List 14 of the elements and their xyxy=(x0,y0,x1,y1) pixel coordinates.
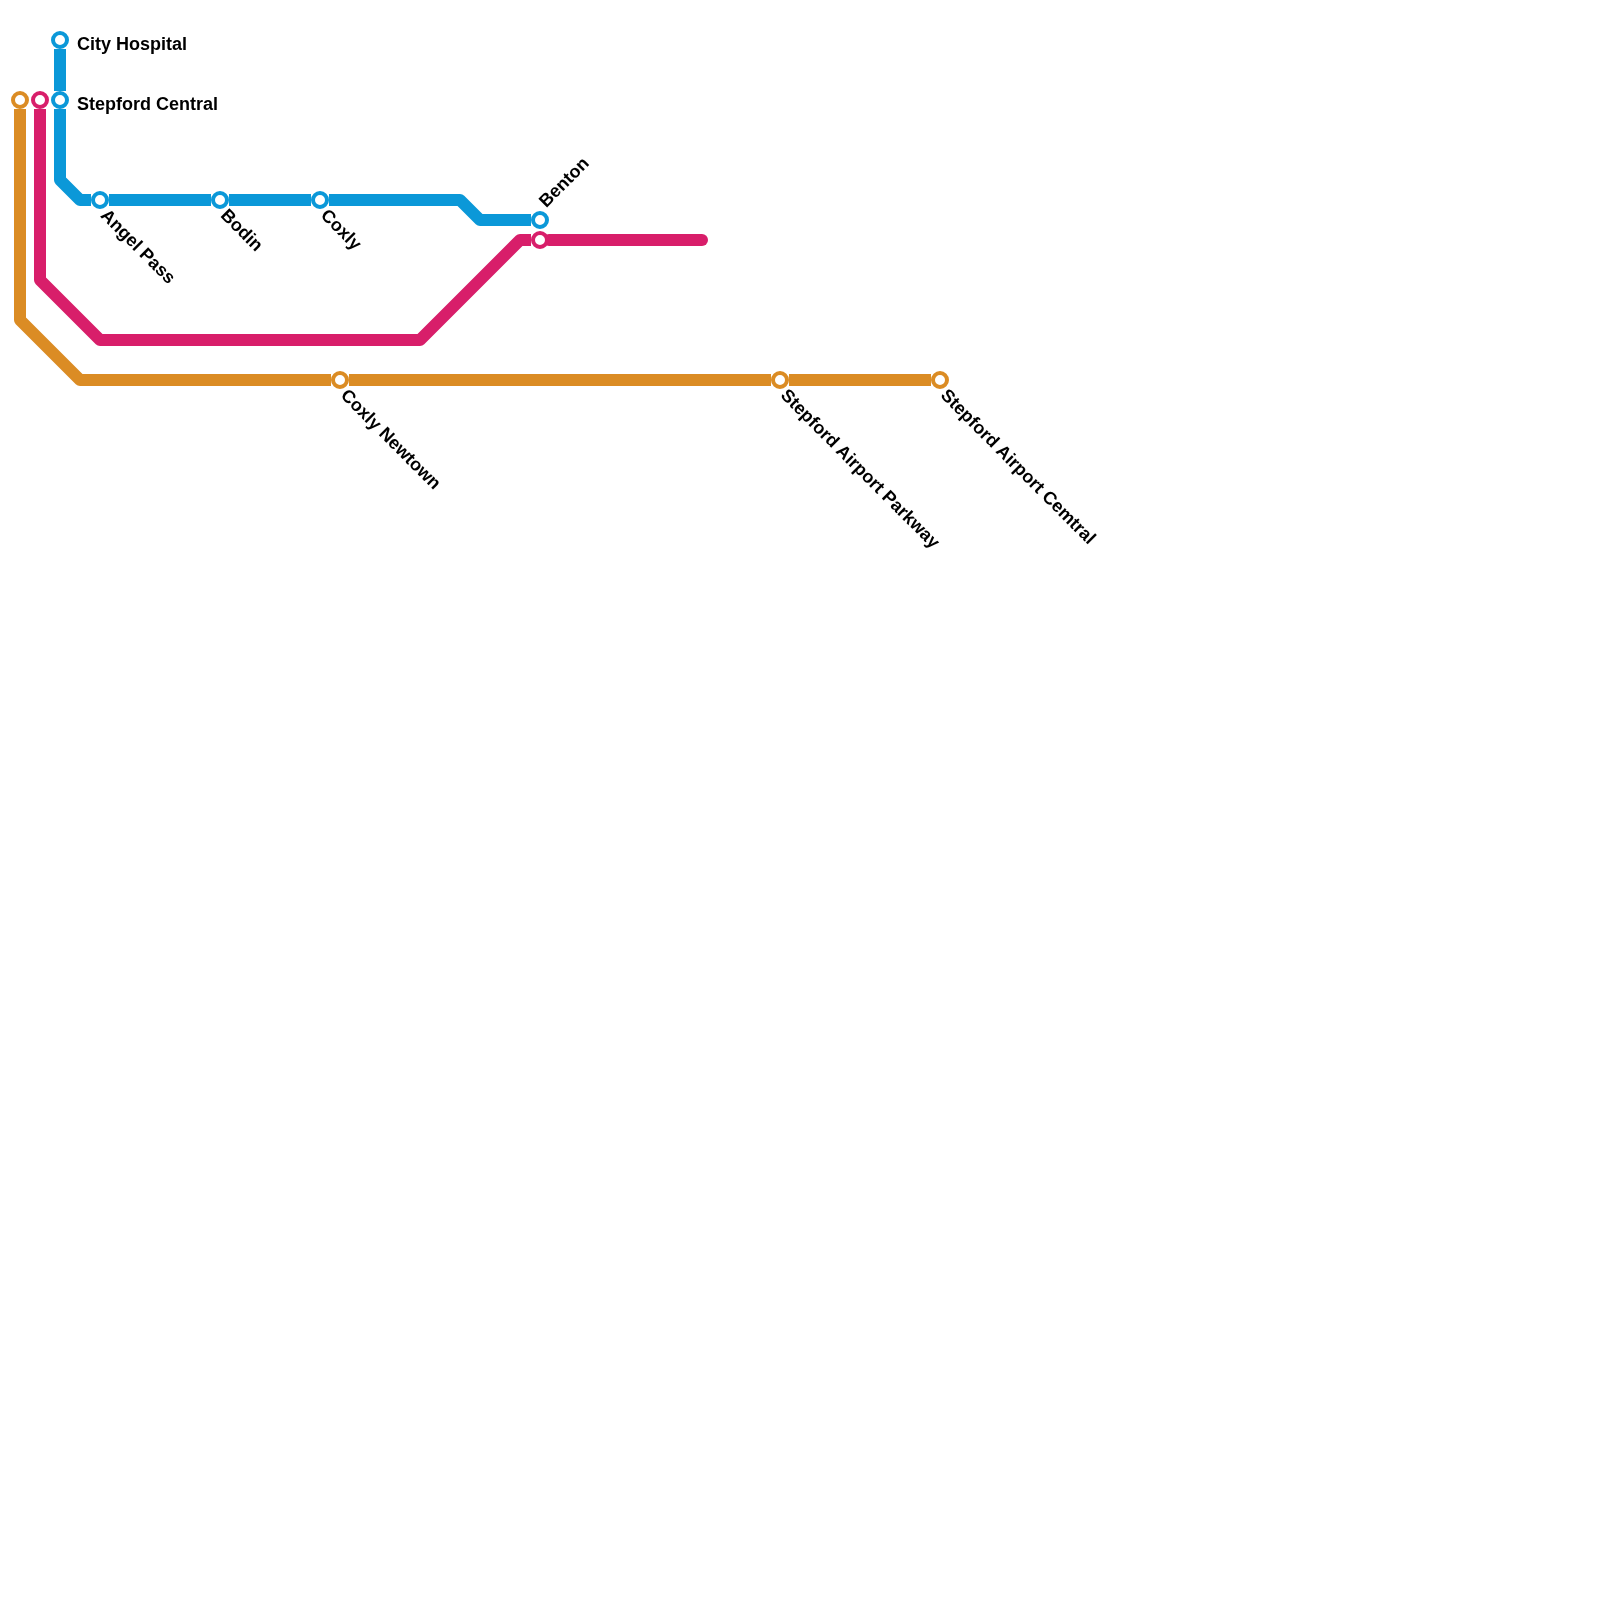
station-label: City Hospital xyxy=(77,34,187,54)
rail-line xyxy=(54,49,66,91)
rail-line xyxy=(789,374,931,386)
station-marker xyxy=(531,231,549,249)
rail-line xyxy=(109,194,211,206)
rail-line xyxy=(229,194,311,206)
rail-line xyxy=(14,109,331,386)
station-marker xyxy=(11,91,29,109)
rail-line xyxy=(349,374,771,386)
station-marker xyxy=(31,91,49,109)
rail-line xyxy=(329,194,531,226)
rail-line xyxy=(54,109,91,206)
rail-line xyxy=(34,109,531,346)
station-label: Stepford Central xyxy=(77,94,218,114)
